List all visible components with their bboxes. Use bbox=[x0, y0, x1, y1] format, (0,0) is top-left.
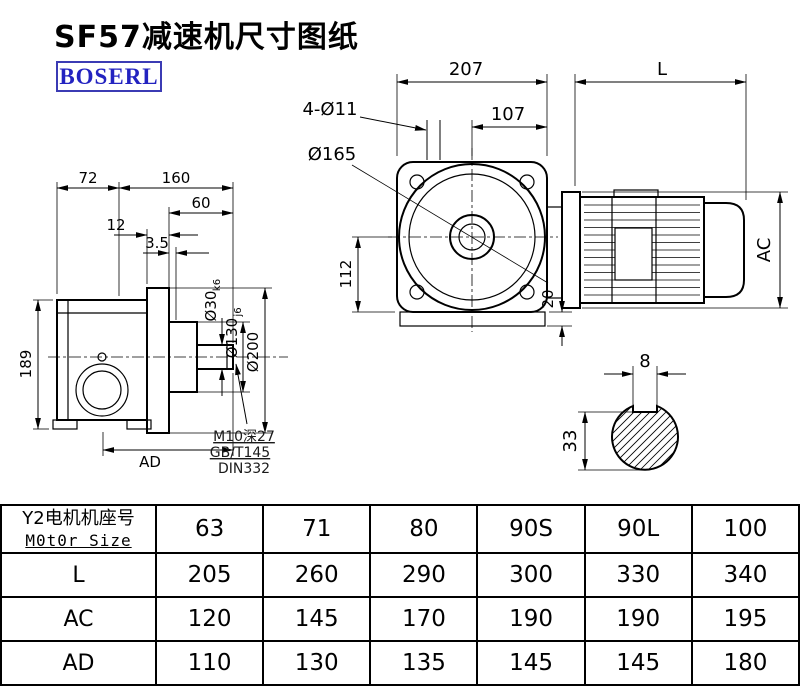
dim-AC-label: AC bbox=[754, 238, 775, 263]
row-label-L: L bbox=[0, 552, 157, 598]
value-cell: 110 bbox=[154, 640, 265, 686]
value-cell: 170 bbox=[369, 596, 479, 642]
dim-160: 160 bbox=[118, 169, 234, 343]
note-std1-label: GB/T145 bbox=[210, 445, 270, 461]
dia-165-label: Ø165 bbox=[308, 144, 357, 165]
dim-3-5: 3.5 bbox=[143, 234, 209, 320]
dia-hub-tol-label: j6 bbox=[233, 307, 244, 317]
size-cell: 90L bbox=[583, 504, 693, 554]
value-cell: 300 bbox=[476, 552, 586, 598]
dim-112-label: 112 bbox=[337, 260, 355, 289]
dim-189-label: 189 bbox=[17, 350, 35, 379]
dim-20-label: 20 bbox=[539, 289, 557, 308]
value-cell: 130 bbox=[262, 640, 372, 686]
note-bolt-holes: 4-Ø11 bbox=[302, 99, 427, 131]
value-cell: 190 bbox=[583, 596, 693, 642]
dim-L: L bbox=[574, 59, 747, 200]
dim-12-label: 12 bbox=[106, 216, 125, 234]
motor-drawing bbox=[546, 189, 745, 309]
dim-ad: AD bbox=[102, 373, 234, 471]
dim-60: 60 bbox=[168, 194, 234, 318]
value-cell: 145 bbox=[583, 640, 693, 686]
table-row-AD: AD 110 130 135 145 145 180 bbox=[0, 640, 800, 686]
value-cell: 205 bbox=[154, 552, 265, 598]
value-cell: 120 bbox=[154, 596, 265, 642]
dia-shaft-tol-label: k6 bbox=[212, 279, 223, 291]
note-dia-165: Ø165 bbox=[308, 144, 357, 165]
table-row-L: L 205 260 290 300 330 340 bbox=[0, 552, 800, 598]
row-label-AD: AD bbox=[0, 640, 157, 686]
note-std2-label: DIN332 bbox=[218, 461, 270, 477]
note-thread-label: M10深27 bbox=[213, 429, 275, 445]
value-cell: 145 bbox=[262, 596, 372, 642]
size-cell: 90S bbox=[476, 504, 586, 554]
dim-72-label: 72 bbox=[78, 169, 97, 187]
section-view-drawing bbox=[611, 404, 679, 471]
dimension-table: Y2电机机座号 M0t0r Size 63 71 80 90S 90L 100 … bbox=[0, 504, 800, 686]
dim-dia-flange: Ø200 bbox=[169, 287, 272, 434]
dim-60-label: 60 bbox=[191, 194, 210, 212]
motor-size-header: Y2电机机座号 M0t0r Size bbox=[0, 504, 157, 554]
dim-107-label: 107 bbox=[491, 104, 525, 125]
dim-20: 20 bbox=[539, 289, 572, 346]
dia-flange-label: Ø200 bbox=[244, 332, 262, 372]
dim-107: 107 bbox=[471, 104, 548, 156]
row-label-AC: AC bbox=[0, 596, 157, 642]
dim-160-label: 160 bbox=[162, 169, 191, 187]
dim-12: 12 bbox=[106, 216, 198, 284]
front-view-drawing bbox=[351, 120, 558, 332]
value-cell: 190 bbox=[476, 596, 586, 642]
dia-hub-label: Ø130 bbox=[223, 318, 241, 358]
dim-207-label: 207 bbox=[449, 59, 483, 80]
dim-3-5-label: 3.5 bbox=[145, 234, 169, 252]
dim-L-label: L bbox=[657, 59, 667, 80]
page-title: SF57减速机尺寸图纸 bbox=[54, 20, 359, 55]
dim-33: 33 bbox=[560, 411, 645, 471]
shaft-end-note: M10深27 GB/T145 DIN332 bbox=[210, 363, 275, 477]
size-cell: 100 bbox=[690, 504, 800, 554]
value-cell: 135 bbox=[369, 640, 479, 686]
size-cell: 71 bbox=[262, 504, 372, 554]
boserl-logo: BOSERL bbox=[56, 61, 162, 92]
value-cell: 290 bbox=[369, 552, 479, 598]
value-cell: 180 bbox=[690, 640, 800, 686]
value-cell: 340 bbox=[690, 552, 800, 598]
dia-shaft-label: Ø30 bbox=[202, 291, 220, 322]
value-cell: 330 bbox=[583, 552, 693, 598]
dim-8-label: 8 bbox=[639, 351, 650, 372]
table-row-AC: AC 120 145 170 190 190 195 bbox=[0, 596, 800, 642]
motor-size-label-cn: Y2电机机座号 bbox=[22, 508, 135, 529]
bolt-holes-label: 4-Ø11 bbox=[302, 99, 357, 120]
dim-dia-shaft: Ø30 k6 bbox=[202, 279, 225, 396]
value-cell: 260 bbox=[262, 552, 372, 598]
dim-ad-label: AD bbox=[139, 453, 161, 471]
size-cell: 63 bbox=[154, 504, 265, 554]
dim-207: 207 bbox=[396, 59, 548, 156]
table-header-row: Y2电机机座号 M0t0r Size 63 71 80 90S 90L 100 bbox=[0, 504, 800, 554]
motor-size-label-en: M0t0r Size bbox=[25, 531, 132, 550]
dim-189: 189 bbox=[17, 299, 53, 430]
dim-72: 72 bbox=[56, 169, 120, 296]
dim-8: 8 bbox=[604, 351, 686, 408]
dim-AC: AC bbox=[582, 191, 788, 309]
value-cell: 145 bbox=[476, 640, 586, 686]
size-cell: 80 bbox=[369, 504, 479, 554]
technical-drawing: 72 160 60 12 3.5 189 AD Ø30 k bbox=[17, 59, 788, 477]
dim-112: 112 bbox=[337, 236, 395, 313]
value-cell: 195 bbox=[690, 596, 800, 642]
left-view-drawing bbox=[48, 287, 288, 434]
dim-33-label: 33 bbox=[560, 430, 581, 453]
